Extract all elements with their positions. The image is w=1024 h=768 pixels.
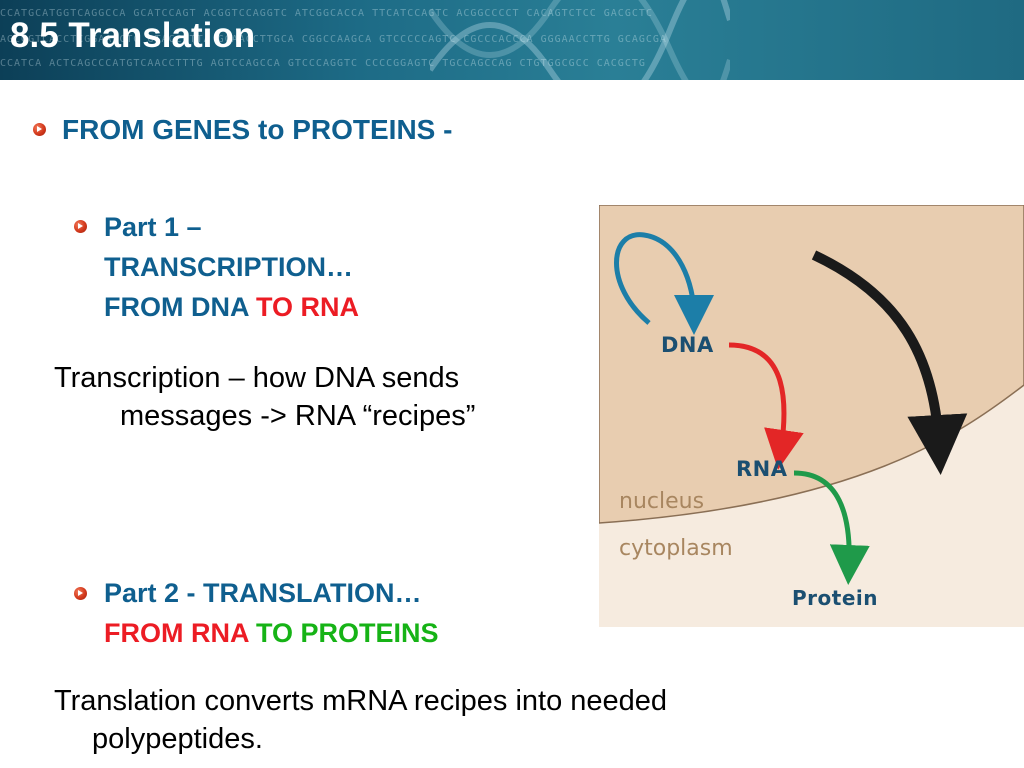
part1-heading: Part 1 – TRANSCRIPTION… FROM DNA TO RNA [104, 207, 359, 327]
nucleus-label: nucleus [619, 489, 705, 514]
rna-label: RNA [736, 457, 788, 481]
part2-to-proteins: TO PROTEINS [255, 618, 439, 648]
translation-line2: polypeptides. [92, 723, 263, 755]
transcription-line1: Transcription – how DNA sends [54, 362, 460, 394]
bullet-icon [74, 220, 87, 233]
part2-from-rna: FROM RNA [104, 618, 256, 648]
transcription-description: Transcription – how DNA sends messages -… [54, 359, 475, 435]
transcription-arrow [728, 342, 804, 470]
part1-to-rna: TO RNA [255, 292, 359, 322]
bullet-icon [33, 123, 46, 136]
dna-sequence-line: AGCGGTCACCTCGGAAACTG GTACCGTTA GCAACCTTG… [0, 34, 667, 45]
slide-title: 8.5 Translation [10, 16, 256, 55]
central-dogma-figure: DNA RNA Protein nucleus cytoplasm [599, 205, 1024, 627]
part1-line1: Part 1 – [104, 212, 202, 242]
dna-sequence-line: CCATCA ACTCAGCCCATGTCAACCTTTG AGTCCAGCCA… [0, 58, 646, 69]
central-dogma-diagram [599, 205, 1024, 585]
translation-line1: Translation converts mRNA recipes into n… [54, 685, 668, 717]
protein-label: Protein [792, 586, 878, 610]
translation-arrow [793, 470, 870, 585]
main-heading: FROM GENES to PROTEINS - [62, 114, 453, 145]
replication-arrow [614, 232, 714, 335]
translation-description: Translation converts mRNA recipes into n… [54, 682, 667, 758]
part2-line1: Part 2 - TRANSLATION… [104, 578, 422, 608]
flow-arrow [811, 250, 968, 475]
part1-line3: FROM DNA TO RNA [104, 287, 359, 327]
part2-line2: FROM RNA TO PROTEINS [104, 613, 439, 653]
dna-sequence-line: CCATGCATGGTCAGGCCA GCATCCAGT ACGGTCCAGGT… [0, 8, 653, 19]
part1-line2: TRANSCRIPTION… [104, 252, 353, 282]
cytoplasm-label: cytoplasm [619, 536, 733, 561]
part1-from-dna: FROM DNA [104, 292, 256, 322]
dna-helix-icon [430, 0, 730, 80]
bullet-icon [74, 587, 87, 600]
title-banner: CCATGCATGGTCAGGCCA GCATCCAGT ACGGTCCAGGT… [0, 0, 1024, 80]
dna-label: DNA [661, 333, 714, 357]
part2-heading: Part 2 - TRANSLATION… FROM RNA TO PROTEI… [104, 573, 439, 653]
transcription-line2: messages -> RNA “recipes” [120, 400, 476, 432]
